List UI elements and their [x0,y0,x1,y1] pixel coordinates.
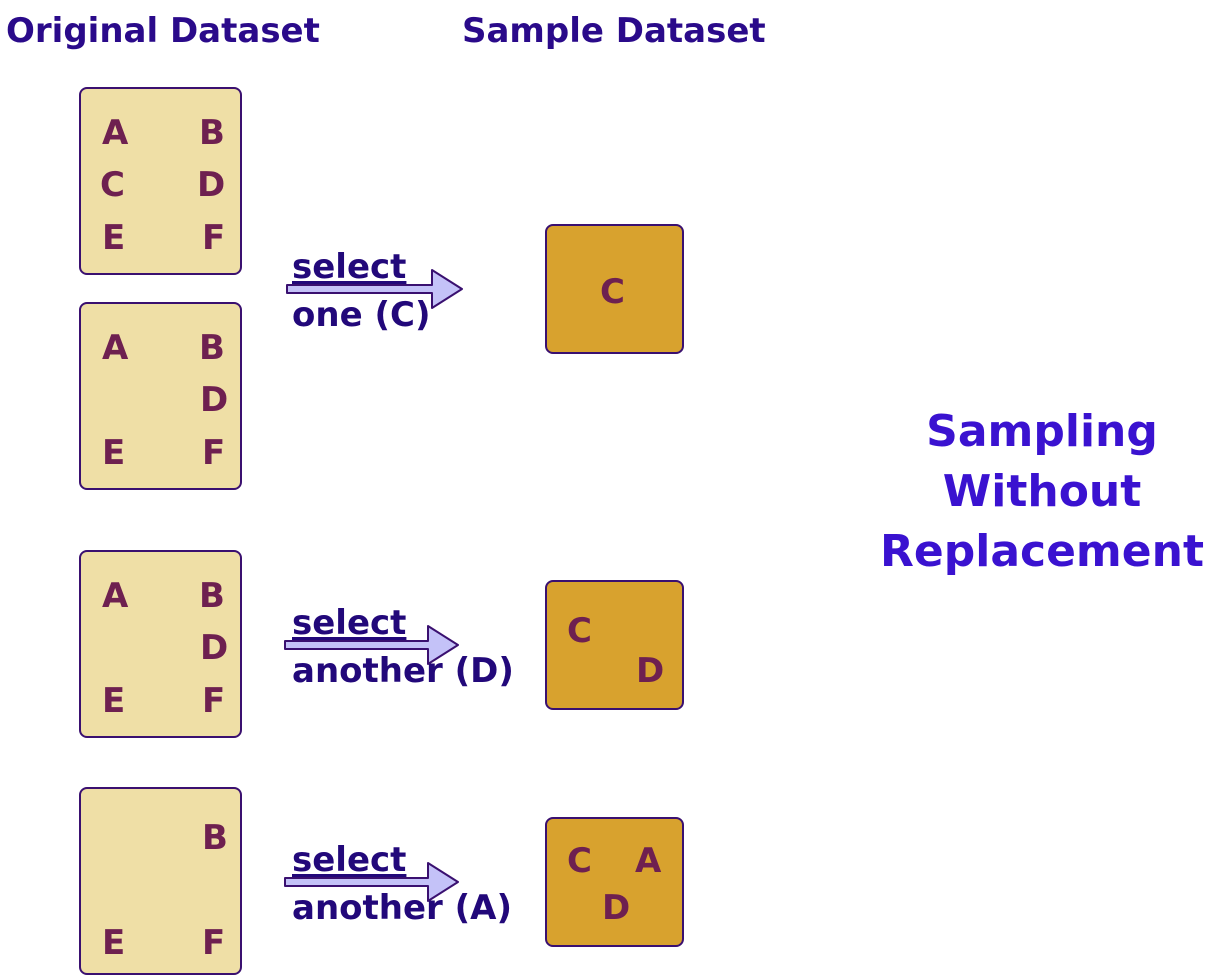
letter-e: E [102,433,126,473]
letter-b: B [199,328,225,368]
arrow-right-icon [284,862,459,902]
sample-set-2: C D [545,580,684,710]
letter-c: C [100,165,125,205]
letter-b: B [199,113,225,153]
letter-c: C [567,841,592,881]
letter-a: A [102,328,129,368]
letter-d: D [636,651,665,691]
letter-d: D [200,628,229,668]
letter-d: D [197,165,226,205]
step-caption-line2: another (D) [292,651,514,691]
letter-e: E [102,681,126,721]
original-set-1: A B C D E F [79,87,242,275]
arrow-right-icon [284,625,459,665]
original-dataset-heading: Original Dataset [6,11,320,51]
side-title-line: Replacement [880,526,1204,577]
letter-a: A [102,576,129,616]
original-set-2: A B D E F [79,302,242,490]
step-caption-1: select one (C) [292,243,431,339]
letter-f: F [202,681,226,721]
original-set-3: A B D E F [79,550,242,738]
side-title-line: Without [942,466,1142,517]
side-title: Sampling Without Replacement [872,402,1211,582]
letter-b: B [202,818,228,858]
letter-a: A [102,113,129,153]
letter-c: C [600,272,625,312]
letter-d: D [200,380,229,420]
step-caption-2: select another (D) [292,599,514,695]
letter-e: E [102,218,126,258]
step-caption-line2: another (A) [292,888,513,928]
step-caption-line1: select [292,247,407,287]
letter-f: F [202,433,226,473]
step-caption-line2: one (C) [292,295,431,335]
letter-a: A [635,841,662,881]
letter-b: B [199,576,225,616]
sample-dataset-heading: Sample Dataset [462,11,766,51]
arrow-right-icon [286,269,463,309]
step-caption-3: select another (A) [292,836,512,932]
step-caption-line1: select [292,840,407,880]
letter-f: F [202,218,226,258]
sample-set-1: C [545,224,684,354]
letter-d: D [602,888,631,928]
letter-c: C [567,611,592,651]
letter-e: E [102,923,126,963]
original-set-4: B E F [79,787,242,975]
side-title-line: Sampling [926,406,1158,457]
step-caption-line1: select [292,603,407,643]
sample-set-3: C A D [545,817,684,947]
letter-f: F [202,923,226,963]
